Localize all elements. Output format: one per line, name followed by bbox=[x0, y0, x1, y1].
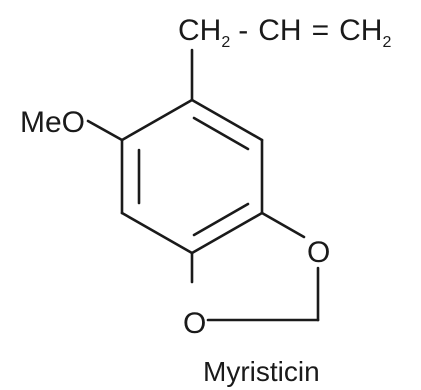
benzene-ring bbox=[120, 98, 264, 255]
ring-oxygen-upper: O bbox=[307, 236, 330, 269]
ring-oxygen-lower: O bbox=[183, 307, 206, 340]
ring-bond-top-right bbox=[190, 98, 264, 142]
ring-bond-bottom-right bbox=[190, 211, 264, 255]
side-chain-label: CH2-CH=CH2 bbox=[178, 14, 391, 51]
ring-double-bond-top-right bbox=[192, 116, 250, 151]
methoxy-label: MeO bbox=[20, 106, 85, 139]
methylenedioxy-bridge bbox=[190, 211, 320, 322]
ring-bond-top-left bbox=[120, 98, 194, 142]
ring-double-bond-bottom-right bbox=[192, 202, 250, 237]
compound-name-caption: Myristicin bbox=[203, 356, 320, 387]
dioxole-bond-upper-o bbox=[260, 211, 306, 239]
methoxy-bond bbox=[86, 119, 124, 142]
ring-bond-bottom-left bbox=[120, 211, 194, 255]
